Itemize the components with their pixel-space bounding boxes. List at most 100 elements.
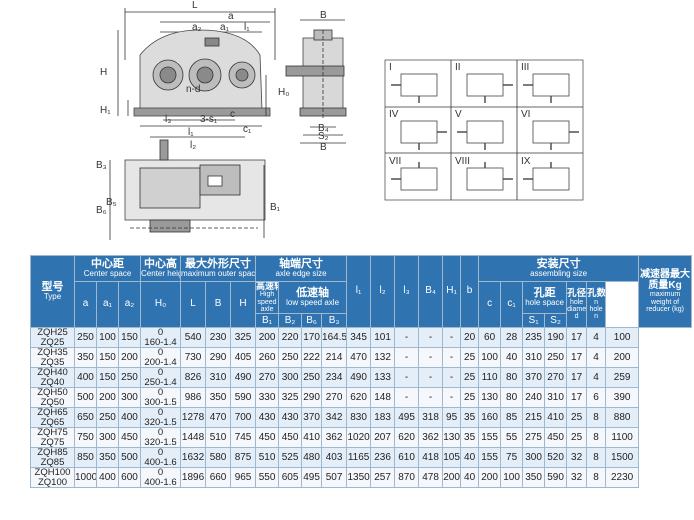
cell-c: 100 xyxy=(478,347,502,369)
cell-n: 4 xyxy=(586,367,607,389)
header-center-space: 中心距 Center space xyxy=(73,255,142,282)
cell-a1: 100 xyxy=(96,327,119,349)
cell-l1: 620 xyxy=(346,387,372,409)
dim-B4: B₄ xyxy=(318,123,329,134)
cell-a2: 600 xyxy=(117,467,142,489)
cell-a2: 250 xyxy=(117,367,142,389)
cell-B6: 480 xyxy=(301,447,323,469)
cell-B2: 300 xyxy=(278,367,303,389)
cell-B2: 430 xyxy=(278,407,303,429)
cell-B4: 478 xyxy=(418,467,444,489)
cell-n: 4 xyxy=(586,327,607,349)
header-a: a xyxy=(74,280,97,329)
header-assembly: 安装尺寸 assembling size xyxy=(478,255,640,282)
cell-B: 580 xyxy=(205,447,232,469)
cell-H0-tol: 0 xyxy=(157,347,164,359)
cell-b: 35 xyxy=(460,407,480,429)
cell-b: 25 xyxy=(460,387,480,409)
cell-d: 17 xyxy=(566,387,588,409)
header-H1: H₁ xyxy=(442,254,462,329)
cell-kg: 1100 xyxy=(605,427,640,449)
cell-a1: 200 xyxy=(96,387,119,409)
cell-a: 750 xyxy=(74,427,97,449)
cell-H0-tol: 0 xyxy=(157,327,164,339)
cell-kg: 100 xyxy=(605,327,640,349)
cell-kg: 259 xyxy=(605,367,640,389)
cell-B1: 330 xyxy=(255,387,280,409)
cell-H0-tol: 0 xyxy=(157,447,164,459)
dim-a: a xyxy=(228,11,234,22)
cell-l3: 620 xyxy=(394,427,420,449)
cell-a2: 450 xyxy=(117,427,142,449)
dim-c: c xyxy=(230,109,235,120)
cell-H0-value: 160-1.4 xyxy=(144,336,177,348)
cell-B6: 370 xyxy=(301,407,323,429)
cell-l1: 345 xyxy=(346,327,372,349)
cell-B1: 200 xyxy=(255,327,280,349)
cell-H0-value: 400-1.6 xyxy=(144,476,177,488)
dim-L: L xyxy=(192,0,198,11)
cell-c: 155 xyxy=(478,447,502,469)
cell-S2: 450 xyxy=(544,427,568,449)
cell-type-zq: ZQ75 xyxy=(40,436,65,448)
cell-d: 17 xyxy=(566,367,588,389)
cell-type-zqh: ZQH40 xyxy=(37,367,68,379)
assembly-form-label: V xyxy=(455,109,462,120)
cell-a2: 400 xyxy=(117,407,142,429)
cell-c1: 85 xyxy=(500,407,524,429)
cell-l2: 257 xyxy=(370,467,396,489)
cell-type-zqh: ZQH50 xyxy=(37,387,68,399)
cell-c: 160 xyxy=(478,407,502,429)
cell-l3: - xyxy=(394,327,420,349)
cell-B: 470 xyxy=(205,407,232,429)
cell-B: 350 xyxy=(205,387,232,409)
spec-table: 型号 Type 中心距 Center space 中心高 Center heig… xyxy=(30,254,692,489)
header-high-speed: 高速轴 High speed axle xyxy=(255,280,280,315)
technical-drawings: L a a₂ a₁ l₁ H n-d H₀ H₁ l₃ 3-s₁ c c₁ l₁… xyxy=(96,0,584,240)
cell-a2: 200 xyxy=(117,347,142,369)
cell-n: 8 xyxy=(586,427,607,449)
header-hole-space: 孔距 hole space xyxy=(522,280,568,315)
assembly-form-label: IX xyxy=(521,156,531,167)
cell-B4: 418 xyxy=(418,447,444,469)
cell-B4: 318 xyxy=(418,407,444,429)
cell-B1: 550 xyxy=(255,467,280,489)
cell-H0-tol: 0 xyxy=(157,387,164,399)
cell-l1: 490 xyxy=(346,367,372,389)
cell-B1: 430 xyxy=(255,407,280,429)
cell-H0-value: 320-1.5 xyxy=(144,436,177,448)
cell-B2: 250 xyxy=(278,347,303,369)
cell-a: 250 xyxy=(74,327,97,349)
cell-a: 1000 xyxy=(74,467,97,489)
cell-H: 965 xyxy=(230,467,257,489)
cell-n: 6 xyxy=(586,387,607,409)
side-view xyxy=(285,19,347,144)
header-H: H xyxy=(230,280,257,329)
dim-l1-top: l₁ xyxy=(244,22,250,33)
header-B4: B₄ xyxy=(418,254,444,329)
cell-B4: - xyxy=(418,367,444,389)
header-S1: S₁ xyxy=(522,313,546,329)
header-S2: S₂ xyxy=(544,313,568,329)
header-H0: H₀ xyxy=(140,280,182,329)
header-outer-space: 最大外形尺寸 maximum outer space xyxy=(180,255,257,282)
cell-B4: 362 xyxy=(418,427,444,449)
cell-B3: 403 xyxy=(321,447,348,469)
assembly-form-label: VI xyxy=(521,109,530,120)
header-c1: c₁ xyxy=(500,280,524,329)
cell-a2: 300 xyxy=(117,387,142,409)
cell-b: 40 xyxy=(460,467,480,489)
cell-a: 650 xyxy=(74,407,97,429)
assembly-form-label: II xyxy=(455,62,461,73)
header-l3: l₃ xyxy=(394,254,420,329)
cell-l3: - xyxy=(394,367,420,389)
